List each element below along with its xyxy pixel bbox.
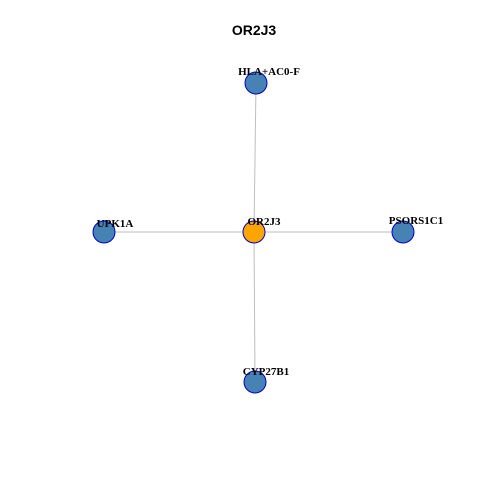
edge-or2j3-cyp27b1: [253, 231, 256, 383]
edges-layer: [104, 82, 403, 383]
node-or2j3: [242, 220, 266, 244]
node-label-cyp27b1: CYP27B1: [243, 366, 289, 378]
diagram-title: OR2J3: [232, 22, 277, 38]
node-label-upk1a: UPK1A: [97, 218, 134, 230]
node-cyp27b1: [243, 370, 267, 394]
node-psors1c1: [391, 220, 415, 244]
edge-or2j3-hla-ac0-f: [253, 82, 257, 233]
node-label-hla-ac0-f: HLA+AC0-F: [238, 66, 300, 78]
node-upk1a: [92, 220, 116, 244]
nodes-layer: [92, 71, 415, 394]
node-hla-ac0-f: [244, 71, 268, 95]
node-label-psors1c1: PSORS1C1: [389, 215, 443, 227]
node-label-or2j3: OR2J3: [248, 216, 282, 228]
